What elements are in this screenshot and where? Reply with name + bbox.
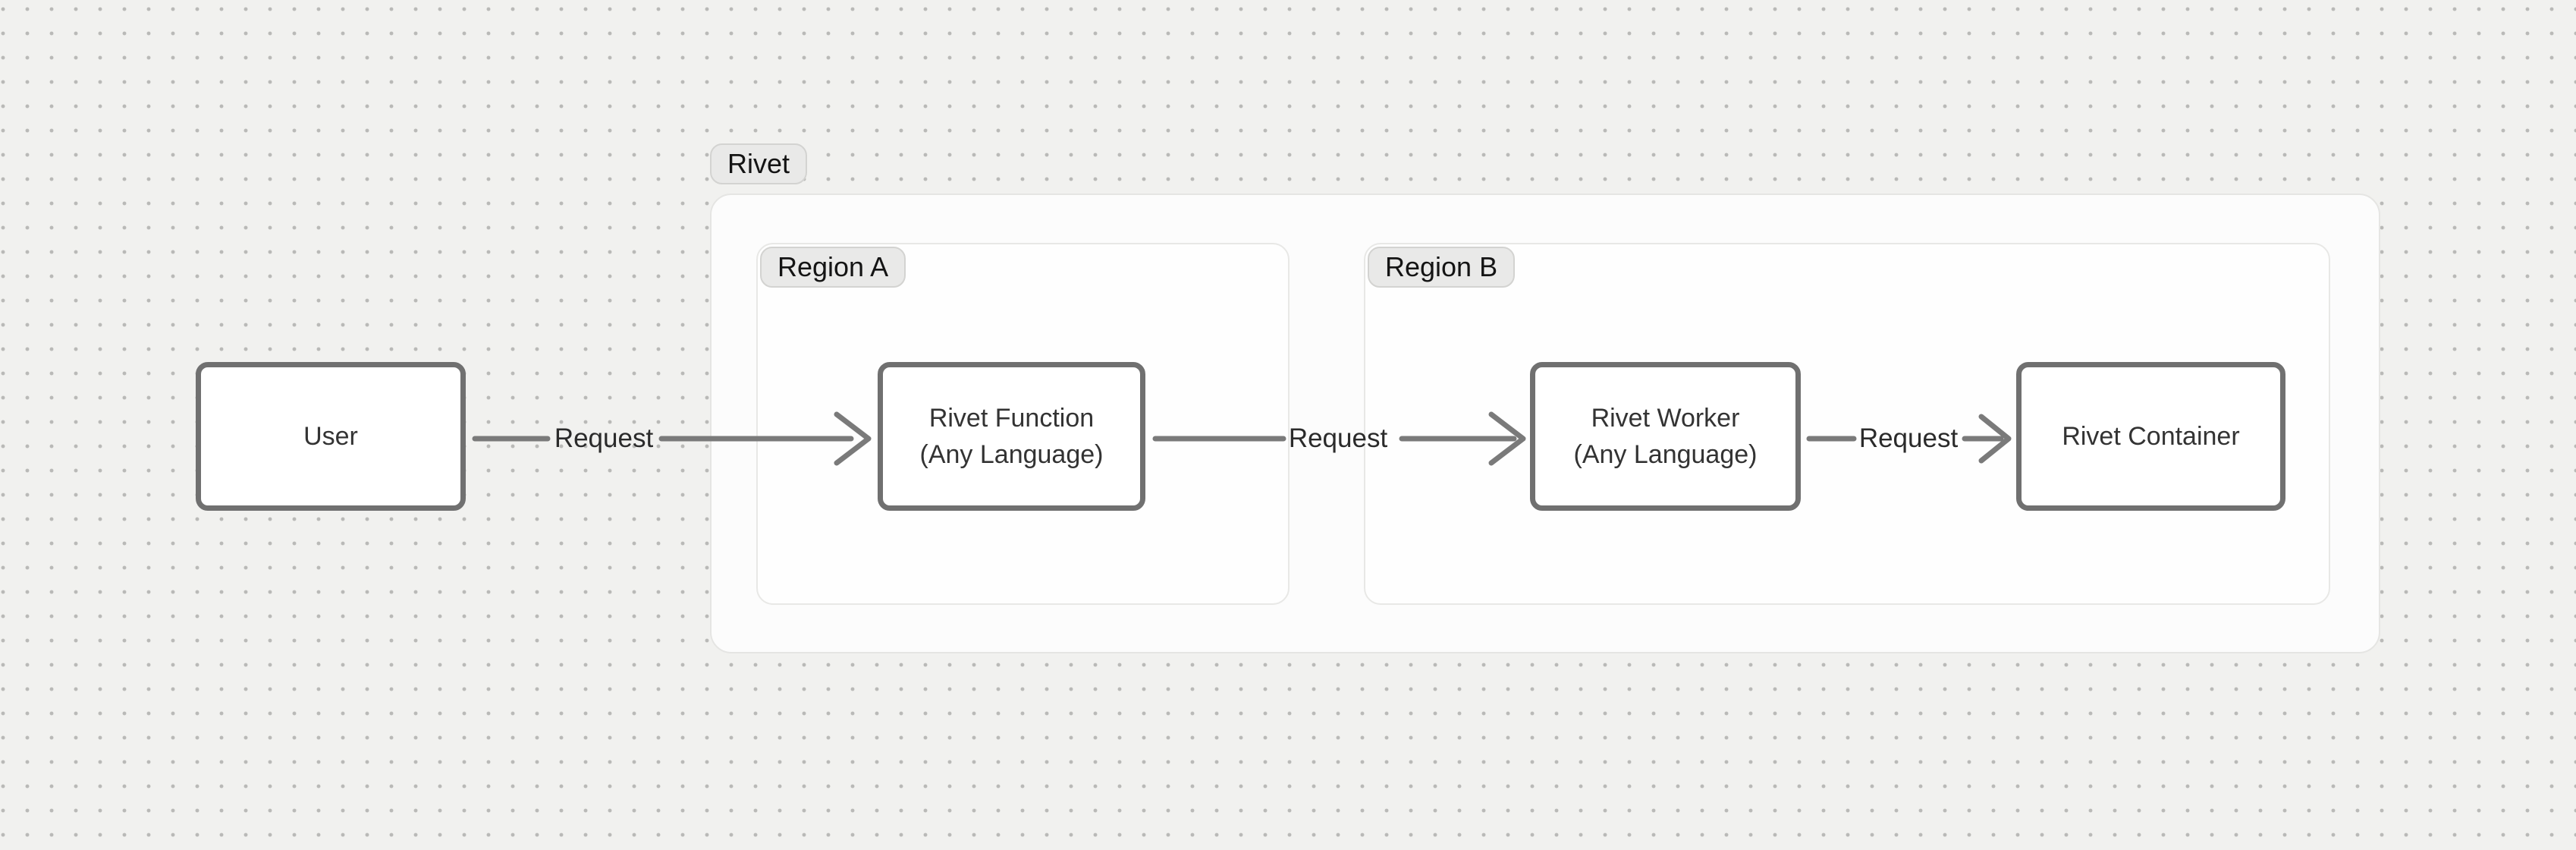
node-rivet-function-line2: (Any Language): [919, 440, 1104, 469]
node-user: User: [196, 362, 466, 511]
edge-label-request-1: Request: [554, 423, 654, 453]
node-rivet-container-label: Rivet Container: [2062, 422, 2240, 451]
edge-label-request-2: Request: [1288, 423, 1388, 453]
group-tag-rivet: Rivet: [710, 143, 808, 184]
region-b-tag: Region B: [1368, 247, 1516, 288]
node-rivet-worker: Rivet Worker (Any Language): [1530, 362, 1801, 511]
region-a-tag: Region A: [760, 247, 906, 288]
node-rivet-worker-line2: (Any Language): [1573, 440, 1758, 469]
region-a-label: Region A: [778, 251, 889, 282]
node-rivet-worker-line1: Rivet Worker: [1591, 404, 1740, 433]
node-rivet-function: Rivet Function (Any Language): [878, 362, 1145, 511]
group-tag-rivet-label: Rivet: [727, 148, 790, 179]
node-rivet-function-line1: Rivet Function: [928, 404, 1095, 433]
node-user-label: User: [303, 422, 358, 451]
edge-label-request-3: Request: [1858, 423, 1959, 453]
region-b-label: Region B: [1385, 251, 1498, 282]
node-rivet-container: Rivet Container: [2016, 362, 2285, 511]
